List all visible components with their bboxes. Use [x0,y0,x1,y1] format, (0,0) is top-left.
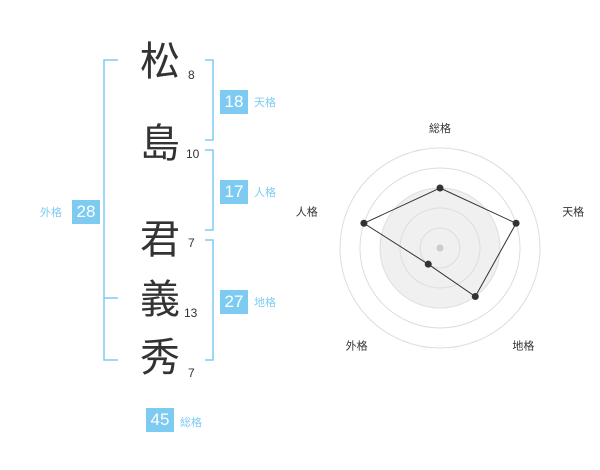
gaikaku-label: 外格 [40,206,62,219]
tenkaku-value: 18 [220,90,248,114]
radar-point [471,293,479,301]
tenkaku-label: 天格 [254,96,276,109]
radar-point [512,219,520,227]
name-char: 君 [140,217,180,263]
name-char: 島 [140,121,180,167]
soukaku-label: 総格 [180,416,202,429]
soukaku-value: 45 [146,408,174,432]
name-char: 秀 [140,335,180,381]
radar-point [360,219,368,227]
axis-label-chikaku: 地格 [512,339,534,353]
axis-label-soukaku: 総格 [429,121,451,135]
axis-label-gaikaku: 外格 [346,339,368,353]
radar-center [436,244,444,252]
jinkaku-label: 人格 [254,186,276,199]
chikaku-value: 27 [220,290,248,314]
radar-area [362,187,517,298]
gaikaku-value: 28 [72,200,100,224]
radar-point [424,260,432,268]
chikaku-label: 地格 [254,296,276,309]
axis-label-tenkaku: 天格 [562,205,584,219]
stroke-count: 8 [188,68,195,82]
stroke-count: 7 [188,236,195,250]
stroke-count: 13 [184,306,198,320]
jinkaku-value: 17 [220,180,248,204]
stroke-count: 10 [186,147,200,161]
name-char: 義 [140,277,180,323]
radar-point [436,184,444,192]
axis-label-jinkaku: 人格 [296,205,318,219]
radar-points [360,184,520,301]
name-char: 松 [140,39,180,85]
stroke-count: 7 [188,366,195,380]
